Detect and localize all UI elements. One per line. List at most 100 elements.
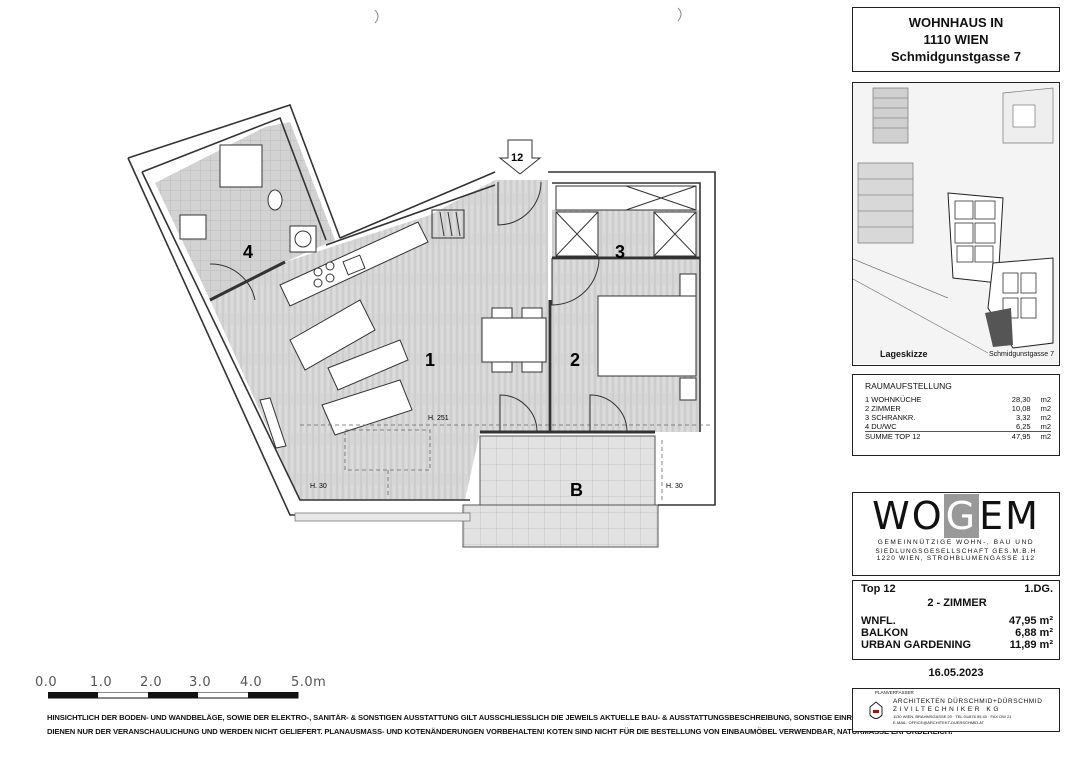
room-area: 3,32 — [1015, 413, 1031, 422]
room-name: 2 ZIMMER — [865, 404, 901, 413]
scale-bar-graphic — [48, 692, 299, 699]
chair — [521, 361, 543, 373]
scale-label: 4.0 — [240, 675, 263, 690]
scale-label: 5.0m — [291, 675, 327, 690]
room-area: 6,25 — [1015, 422, 1031, 431]
site-map-drawing — [852, 83, 1058, 364]
height-251: H. 251 — [428, 415, 449, 422]
room-schedule-title: RAUMAUFSTELLUNG — [865, 381, 952, 391]
planverfasser-line-3: 1130 WIEN, BRAHMSGASSE 20 · TEL 01/876 5… — [893, 714, 1012, 719]
entry-number: 12 — [511, 152, 523, 164]
unit-area-label: URBAN GARDENING — [861, 639, 971, 651]
site-map: Lageskizze Schmidgunstgasse 7 — [852, 82, 1060, 366]
scan-mark — [677, 7, 682, 22]
room-row: 1 WOHNKÜCHE 28,30 m2 — [865, 395, 1051, 404]
scale-label: 2.0 — [140, 675, 163, 690]
site-map-street: Schmidgunstgasse 7 — [989, 351, 1054, 358]
logo-text-c: EM — [979, 494, 1040, 538]
logo-text-a: WO — [872, 494, 944, 538]
unit-info: Top 12 1.DG. 2 - ZIMMER WNFL. 47,95 m² B… — [852, 580, 1060, 660]
unit-area-row: URBAN GARDENING 11,89 m² — [861, 639, 1053, 651]
room-area: 28,30 — [1011, 395, 1031, 404]
unit-type: 2 - ZIMMER — [927, 597, 987, 609]
logo-sub-2: SIEDLUNGSGESELLSCHAFT GES.M.B.H — [875, 548, 1037, 555]
site-map-label: Lageskizze — [880, 349, 928, 359]
planverfasser-box: PLANVERFASSER ARCHITEKTEN DÜRSCHMID+DÜRS… — [852, 688, 1060, 732]
door-bath — [209, 263, 256, 301]
room-area: 10,08 — [1011, 404, 1031, 413]
sofa — [289, 299, 376, 371]
scale-label: 3.0 — [189, 675, 212, 690]
scan-mark — [374, 9, 379, 24]
door-balcony-right — [589, 394, 628, 433]
dining-table — [481, 317, 547, 363]
room-total-unit: m2 — [1040, 432, 1051, 441]
unit-area-value: 47,95 m² — [1008, 615, 1053, 627]
shower — [219, 144, 263, 188]
unit-area-row: BALKON 6,88 m² — [861, 627, 1053, 639]
logo-text-b: G — [943, 494, 980, 538]
disclaimer-line-1: HINSICHTLICH DER BODEN- UND WANDBELÄGE, … — [47, 713, 949, 722]
balcony-label: B — [570, 480, 583, 500]
chair — [491, 361, 513, 373]
outer-wall-north-inner — [325, 184, 496, 246]
chair — [491, 307, 513, 319]
room-number-3: 3 — [615, 242, 625, 262]
bottom-sill — [294, 512, 471, 522]
room-unit: m2 — [1040, 404, 1051, 413]
room-name: 4 DU/WC — [865, 422, 897, 431]
outer-wall-north — [339, 171, 496, 239]
sofa — [327, 339, 409, 391]
dashed-outline — [344, 429, 431, 471]
scale-label: 0.0 — [35, 675, 58, 690]
logo-sub-3: 1220 WIEN, STROHBLUMENGASSE 112 — [876, 555, 1036, 562]
room-row: 2 ZIMMER 10,08 m2 — [865, 404, 1051, 413]
chair — [521, 307, 543, 319]
outer-wall-east — [548, 171, 716, 506]
project-title-2: 1110 WIEN — [923, 32, 989, 47]
room-total-area: 47,95 — [1011, 432, 1031, 441]
unit-top: Top 12 — [861, 583, 896, 595]
project-title-1: WOHNHAUS IN — [908, 15, 1004, 30]
disclaimer-line-2: DIENEN NUR DER VERANSCHAULICHUNG UND WER… — [47, 727, 953, 736]
scale-label: 1.0 — [90, 675, 113, 690]
balcony-floor — [479, 435, 656, 507]
room-unit: m2 — [1040, 422, 1051, 431]
room-unit: m2 — [1040, 413, 1051, 422]
austria-coat-of-arms-icon — [869, 701, 883, 719]
logo-wordmark: WOGEM — [853, 494, 1059, 538]
room-unit: m2 — [1040, 395, 1051, 404]
room-name: 1 WOHNKÜCHE — [865, 395, 922, 404]
logo-sub-1: GEMEINNÜTZIGE WOHN-, BAU UND — [877, 539, 1035, 546]
outer-wall-sw-inner — [141, 171, 470, 501]
planverfasser-line-1: ARCHITEKTEN DÜRSCHMID+DÜRSCHMID — [893, 698, 1043, 705]
bed — [597, 295, 697, 377]
unit-floor: 1.DG. — [1024, 583, 1053, 595]
wogem-logo: WOGEM GEMEINNÜTZIGE WOHN-, BAU UND SIEDL… — [852, 492, 1060, 576]
coat-rack — [431, 209, 465, 239]
door-room2 — [551, 257, 600, 306]
room-schedule: RAUMAUFSTELLUNG 1 WOHNKÜCHE 28,30 m2 2 ZI… — [852, 374, 1060, 456]
room-1-floor — [210, 180, 548, 500]
planverfasser-line-4: E-MAIL: OFFICE@ARCHITEKT-DUERSCHMID.AT — [893, 720, 985, 725]
shelf — [555, 185, 697, 211]
partition-bath — [209, 260, 286, 302]
project-header: WOHNHAUS IN 1110 WIEN Schmidgunstgasse 7 — [852, 7, 1060, 72]
floor-plan: 1 2 3 4 B 12 H. 251 H. 30 H. 30 — [127, 7, 716, 548]
unit-area-label: BALKON — [861, 627, 909, 639]
door-entry — [497, 181, 542, 226]
planverfasser-label: PLANVERFASSER — [875, 690, 914, 695]
unit-area-label: WNFL. — [861, 615, 896, 627]
entry-marker-arrow — [498, 139, 542, 175]
unit-area-row: WNFL. 47,95 m² — [861, 615, 1053, 627]
height-30-right: H. 30 — [666, 483, 683, 490]
planverfasser-line-2: ZIVILTECHNIKER KG — [893, 706, 1002, 713]
balcony-slab — [462, 504, 659, 548]
toilet — [267, 189, 283, 211]
room-4-floor — [155, 122, 335, 300]
outer-wall-west-inner — [141, 116, 327, 241]
room-number-2: 2 — [570, 350, 580, 370]
outer-wall-east-inner — [552, 182, 701, 432]
